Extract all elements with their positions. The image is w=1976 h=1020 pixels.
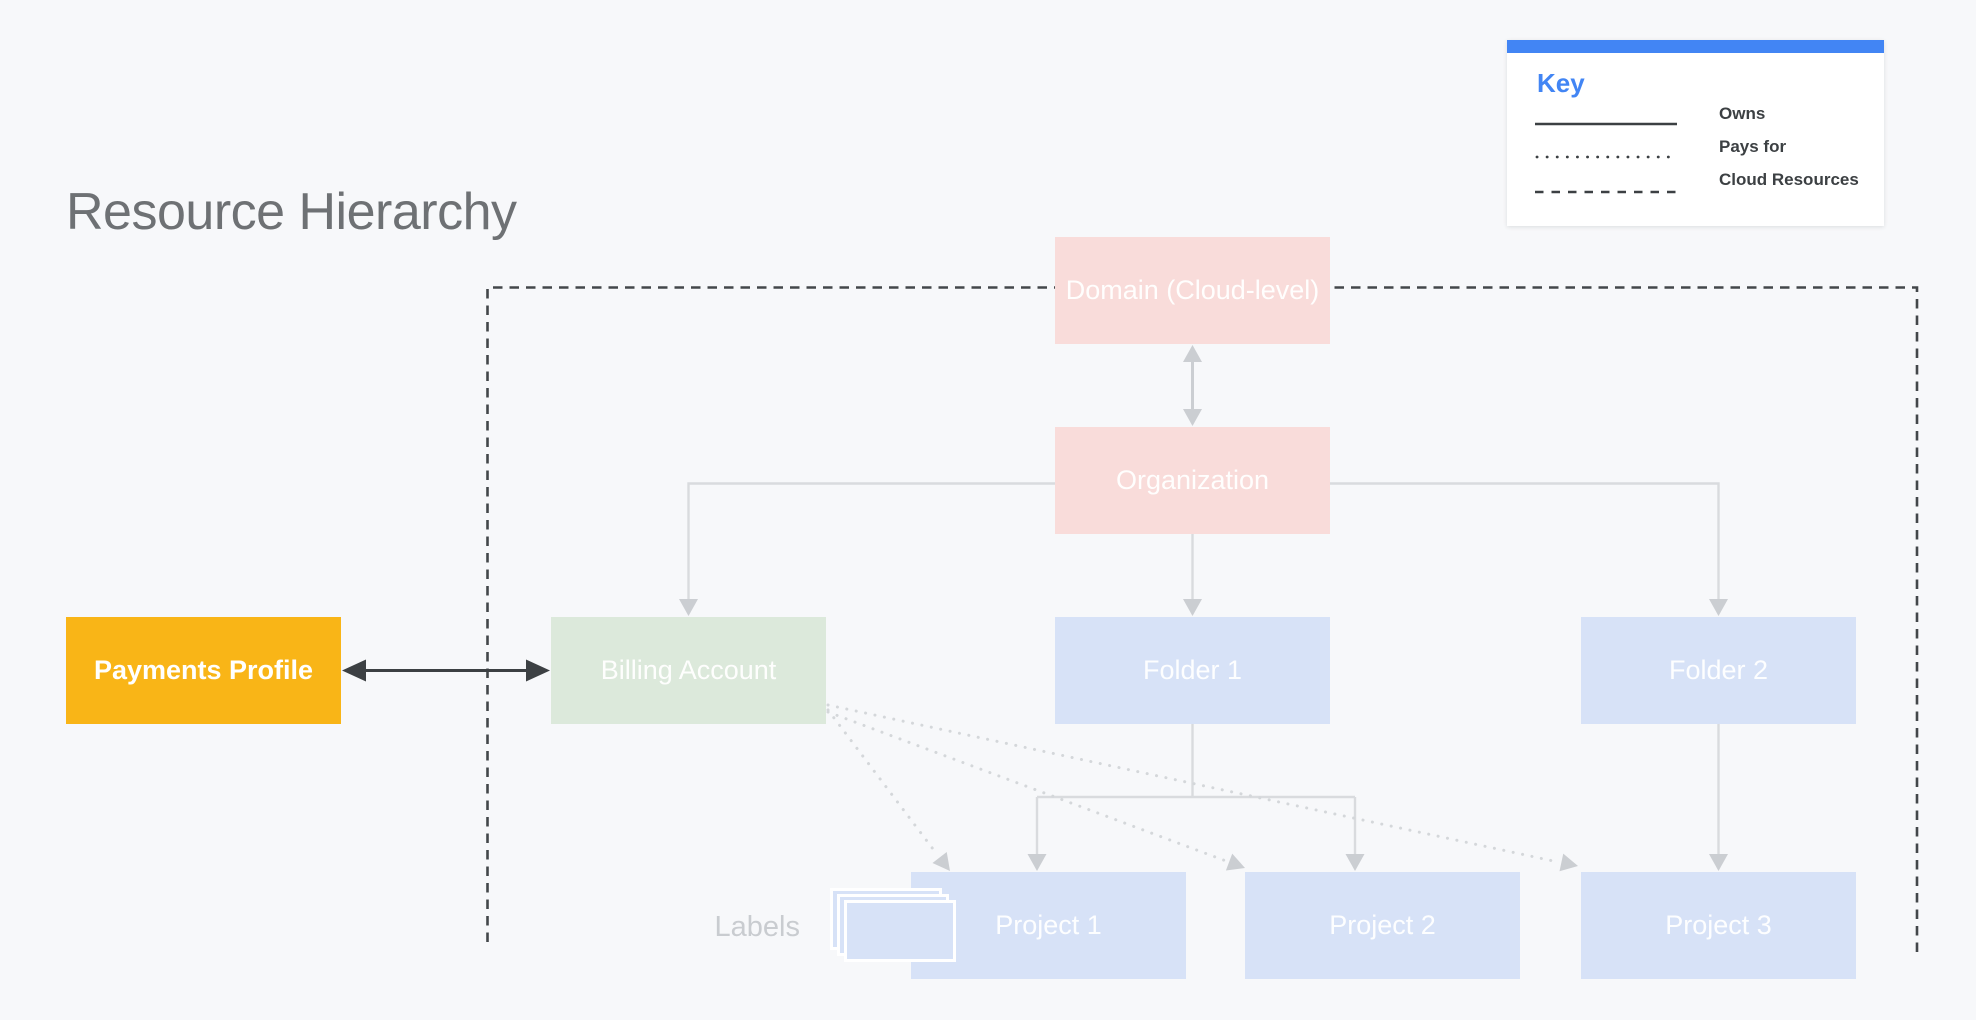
arrowhead-down-to-organization <box>1183 409 1202 426</box>
arrowhead-into-project1 <box>1027 854 1047 871</box>
arrowhead-into-project3 <box>1709 854 1728 871</box>
arrowhead-up-to-domain <box>1183 345 1202 362</box>
arrowhead-to-payments-profile <box>342 659 366 682</box>
legend-cloud-resources-label: Cloud Resources <box>1719 170 1859 189</box>
pays-for-line-project1 <box>826 708 938 855</box>
legend: Key Owns Pays for Cloud Resources <box>1507 40 1884 226</box>
labels-stack-icon <box>830 888 965 968</box>
pays-for-line-project2 <box>826 710 1228 863</box>
node-project-1: Project 1 <box>911 872 1186 979</box>
arrowhead-into-billing-account <box>679 599 698 616</box>
legend-owns-label: Owns <box>1719 104 1766 123</box>
node-project-3: Project 3 <box>1581 872 1856 979</box>
node-folder-1: Folder 1 <box>1055 617 1330 724</box>
node-payments-profile: Payments Profile <box>66 617 341 724</box>
page-title: Resource Hierarchy <box>66 183 517 241</box>
cloud-resources-boundary <box>486 286 1919 955</box>
org-to-billing-connector <box>687 482 1055 601</box>
legend-pays-for-label: Pays for <box>1719 137 1787 156</box>
legend-panel <box>1507 53 1884 226</box>
legend-heading: Key <box>1537 68 1585 98</box>
node-billing-account: Billing Account <box>551 617 826 724</box>
legend-accent-bar <box>1507 40 1884 53</box>
node-organization: Organization <box>1055 427 1330 534</box>
arrowhead-into-folder2 <box>1709 599 1728 616</box>
org-to-folder2-connector <box>1330 482 1720 601</box>
pays-for-arrowhead-project2 <box>1225 853 1245 871</box>
arrowhead-into-folder1 <box>1183 599 1202 616</box>
legend-pays-for-sample-line <box>1535 154 1677 160</box>
arrowhead-into-project2 <box>1345 854 1365 871</box>
arrowhead-to-billing-account <box>526 659 550 682</box>
node-project-2: Project 2 <box>1245 872 1520 979</box>
pays-for-line-project3 <box>826 703 1560 864</box>
pays-for-arrowhead-project3 <box>1559 853 1578 872</box>
labels-icon-card-front <box>844 900 956 962</box>
labels-caption: Labels <box>714 911 800 943</box>
node-folder-2: Folder 2 <box>1581 617 1856 724</box>
legend-cloud-resources-sample-line <box>1535 189 1677 195</box>
legend-owns-sample-line <box>1535 121 1677 127</box>
folder1-to-projects-connector <box>1035 724 1357 856</box>
node-domain: Domain (Cloud-level) <box>1055 237 1330 344</box>
pays-for-arrowhead-project1 <box>932 852 950 871</box>
